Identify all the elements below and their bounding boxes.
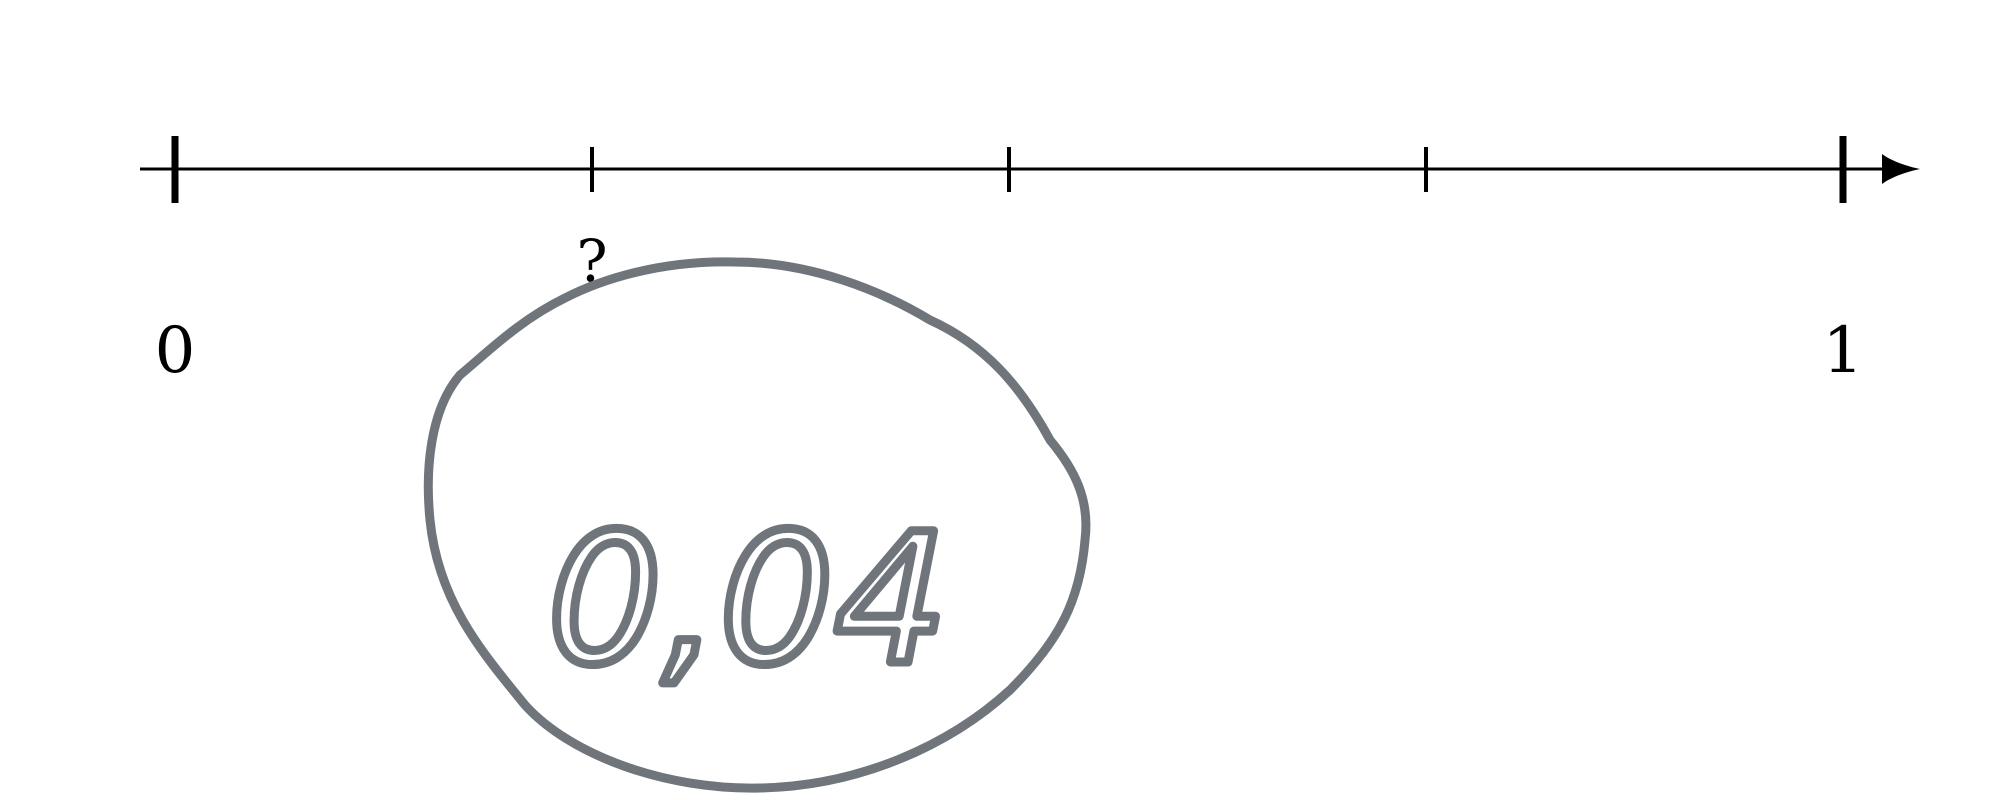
arrow-right-icon: [1882, 154, 1920, 184]
start-label: 0: [155, 314, 196, 388]
answer-circle: [423, 257, 1091, 793]
end-label: 1: [1823, 314, 1864, 388]
handwritten-answer: 0,04: [548, 496, 949, 705]
